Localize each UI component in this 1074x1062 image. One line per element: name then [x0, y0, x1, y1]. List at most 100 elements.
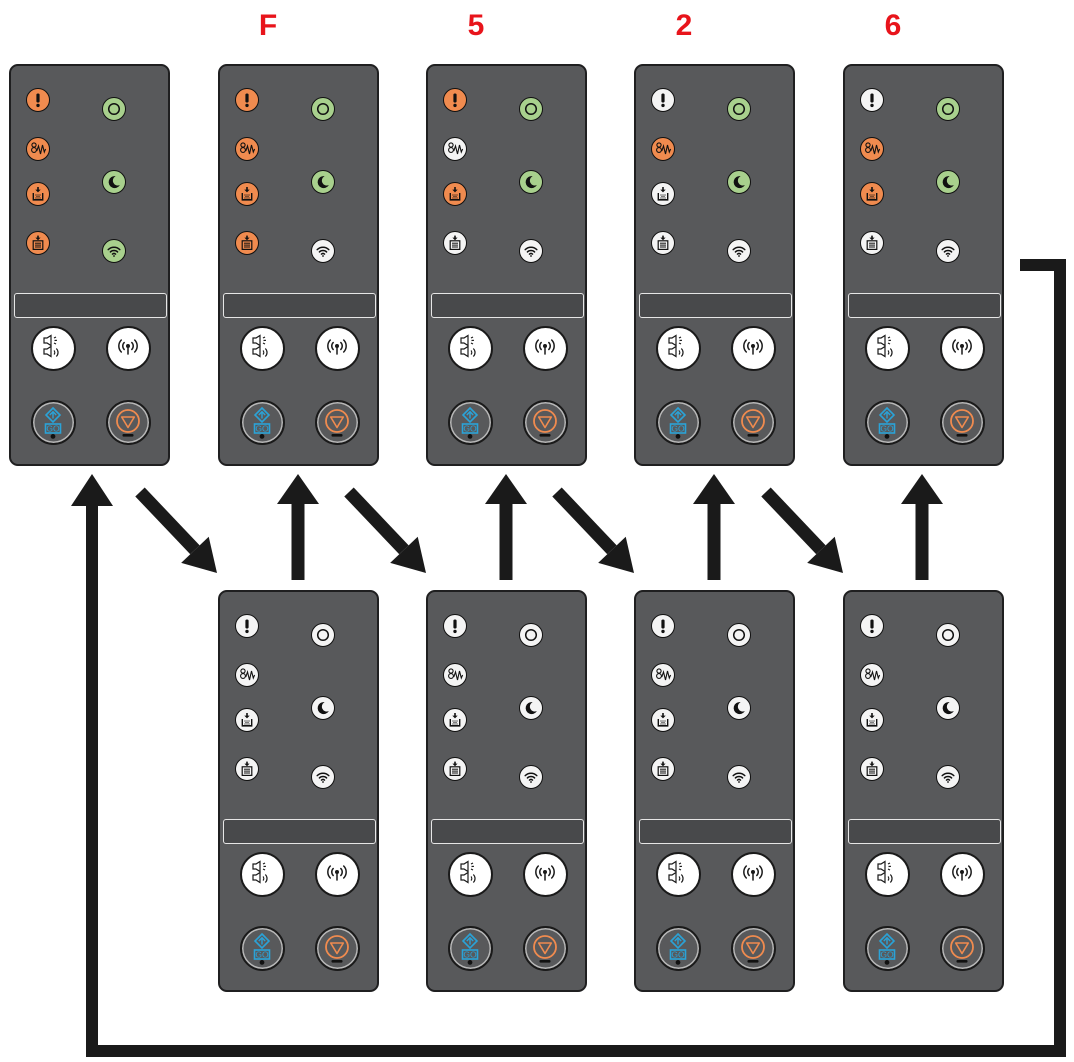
go-button[interactable]: GO [447, 925, 493, 971]
wifi-direct-button[interactable] [522, 325, 568, 371]
wifi-direct-button[interactable] [939, 851, 985, 897]
go-text: GO [463, 423, 477, 433]
paper-led-icon [26, 231, 50, 255]
ready-led-icon [102, 97, 126, 121]
drum-led-icon [443, 708, 467, 732]
mode-label-bar [14, 293, 167, 318]
printer-panel-bottom-1: GO [218, 590, 379, 992]
go-button[interactable]: GO [239, 925, 285, 971]
loop-back-line [86, 259, 1066, 1057]
ready-led-icon [936, 97, 960, 121]
ready-led-icon [936, 623, 960, 647]
stop-button[interactable] [314, 399, 360, 445]
quiet-mode-button[interactable] [864, 325, 910, 371]
attention-led-icon [860, 88, 884, 112]
stop-button[interactable] [939, 925, 985, 971]
quiet-mode-button[interactable] [655, 851, 701, 897]
attention-led-icon [235, 614, 259, 638]
wifi-direct-button[interactable] [105, 325, 151, 371]
go-button[interactable]: GO [239, 399, 285, 445]
sleep-led-icon [311, 170, 335, 194]
wifi-direct-button[interactable] [730, 851, 776, 897]
stop-button[interactable] [522, 925, 568, 971]
mode-label-bar [639, 293, 792, 318]
go-text: GO [880, 949, 894, 959]
sleep-led-icon [936, 170, 960, 194]
wifi-direct-button[interactable] [314, 325, 360, 371]
toner-led-icon [235, 663, 259, 687]
drum-led-icon [26, 182, 50, 206]
sleep-led-icon [519, 170, 543, 194]
drum-led-icon [235, 182, 259, 206]
paper-led-icon [651, 231, 675, 255]
drum-led-icon [860, 708, 884, 732]
diagonal-arrow-3-shaft [552, 487, 617, 555]
sequence-label: 2 [675, 9, 693, 42]
toner-led-icon [860, 663, 884, 687]
go-button[interactable]: GO [655, 399, 701, 445]
printer-panel-bottom-3: GO [634, 590, 795, 992]
ready-led-icon [311, 623, 335, 647]
quiet-mode-button[interactable] [864, 851, 910, 897]
diagonal-arrow-4-head [807, 536, 843, 573]
stop-button[interactable] [730, 399, 776, 445]
paper-led-icon [443, 757, 467, 781]
stop-button[interactable] [105, 399, 151, 445]
printer-panel-bottom-4: GO [843, 590, 1004, 992]
toner-led-icon [443, 137, 467, 161]
quiet-mode-button[interactable] [239, 325, 285, 371]
loop-back-arrow-head [71, 474, 113, 506]
go-text: GO [671, 949, 685, 959]
diagonal-arrow-2-shaft [344, 487, 409, 555]
paper-led-icon [235, 231, 259, 255]
ready-led-icon [727, 623, 751, 647]
quiet-mode-button[interactable] [447, 851, 493, 897]
sequence-label: F [258, 9, 278, 42]
diagonal-arrow-3-head [598, 536, 634, 573]
go-button[interactable]: GO [864, 925, 910, 971]
ready-led-icon [519, 623, 543, 647]
wifi-direct-button[interactable] [522, 851, 568, 897]
up-arrow-4-head [901, 474, 943, 504]
printer-panel-top-5: GO [426, 64, 587, 466]
stop-button[interactable] [730, 925, 776, 971]
ready-led-icon [519, 97, 543, 121]
sequence-label: 5 [467, 9, 485, 42]
attention-led-icon [443, 88, 467, 112]
go-button[interactable]: GO [447, 399, 493, 445]
go-button[interactable]: GO [864, 399, 910, 445]
quiet-mode-button[interactable] [655, 325, 701, 371]
wifi-led-icon [102, 239, 126, 263]
wifi-led-icon [727, 765, 751, 789]
stop-button[interactable] [314, 925, 360, 971]
printer-panel-top-1: GO [9, 64, 170, 466]
mode-label-bar [431, 819, 584, 844]
printer-panel-top-2: GO [634, 64, 795, 466]
go-button[interactable]: GO [655, 925, 701, 971]
drum-led-icon [651, 708, 675, 732]
toner-led-icon [443, 663, 467, 687]
up-arrow-2-head [485, 474, 527, 504]
quiet-mode-button[interactable] [239, 851, 285, 897]
attention-led-icon [26, 88, 50, 112]
paper-led-icon [860, 757, 884, 781]
ready-led-icon [311, 97, 335, 121]
sleep-led-icon [936, 696, 960, 720]
toner-led-icon [651, 663, 675, 687]
paper-led-icon [443, 231, 467, 255]
wifi-direct-button[interactable] [730, 325, 776, 371]
mode-label-bar [848, 819, 1001, 844]
stop-button[interactable] [522, 399, 568, 445]
quiet-mode-button[interactable] [30, 325, 76, 371]
go-button[interactable]: GO [30, 399, 76, 445]
stop-button[interactable] [939, 399, 985, 445]
wifi-direct-button[interactable] [939, 325, 985, 371]
mode-label-bar [223, 819, 376, 844]
printer-panel-top-6: GO [843, 64, 1004, 466]
quiet-mode-button[interactable] [447, 325, 493, 371]
sequence-label: 6 [884, 9, 902, 42]
wifi-direct-button[interactable] [314, 851, 360, 897]
go-text: GO [880, 423, 894, 433]
paper-led-icon [651, 757, 675, 781]
diagonal-arrow-1-head [181, 536, 217, 573]
